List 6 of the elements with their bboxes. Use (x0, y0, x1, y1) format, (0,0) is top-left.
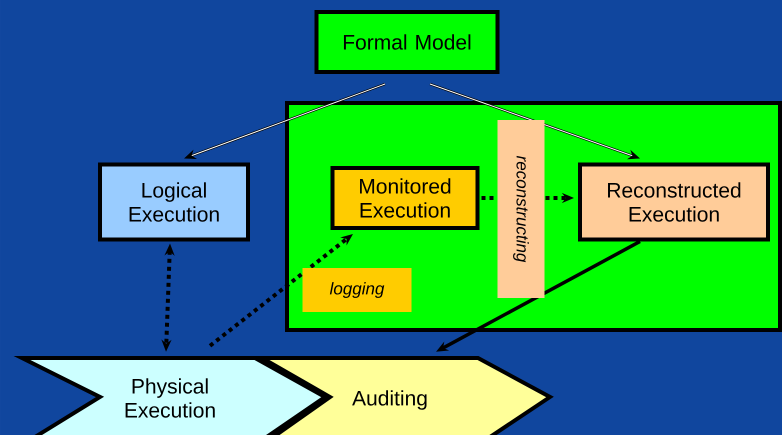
edge-label: logging (302, 268, 412, 312)
edge-label: reconstructing (498, 120, 544, 298)
process-box: Logical Execution (98, 162, 250, 242)
process-box: Reconstructed Execution (578, 162, 770, 242)
process-box: Monitored Execution (330, 166, 480, 230)
model-box: Formal Model (314, 10, 500, 74)
